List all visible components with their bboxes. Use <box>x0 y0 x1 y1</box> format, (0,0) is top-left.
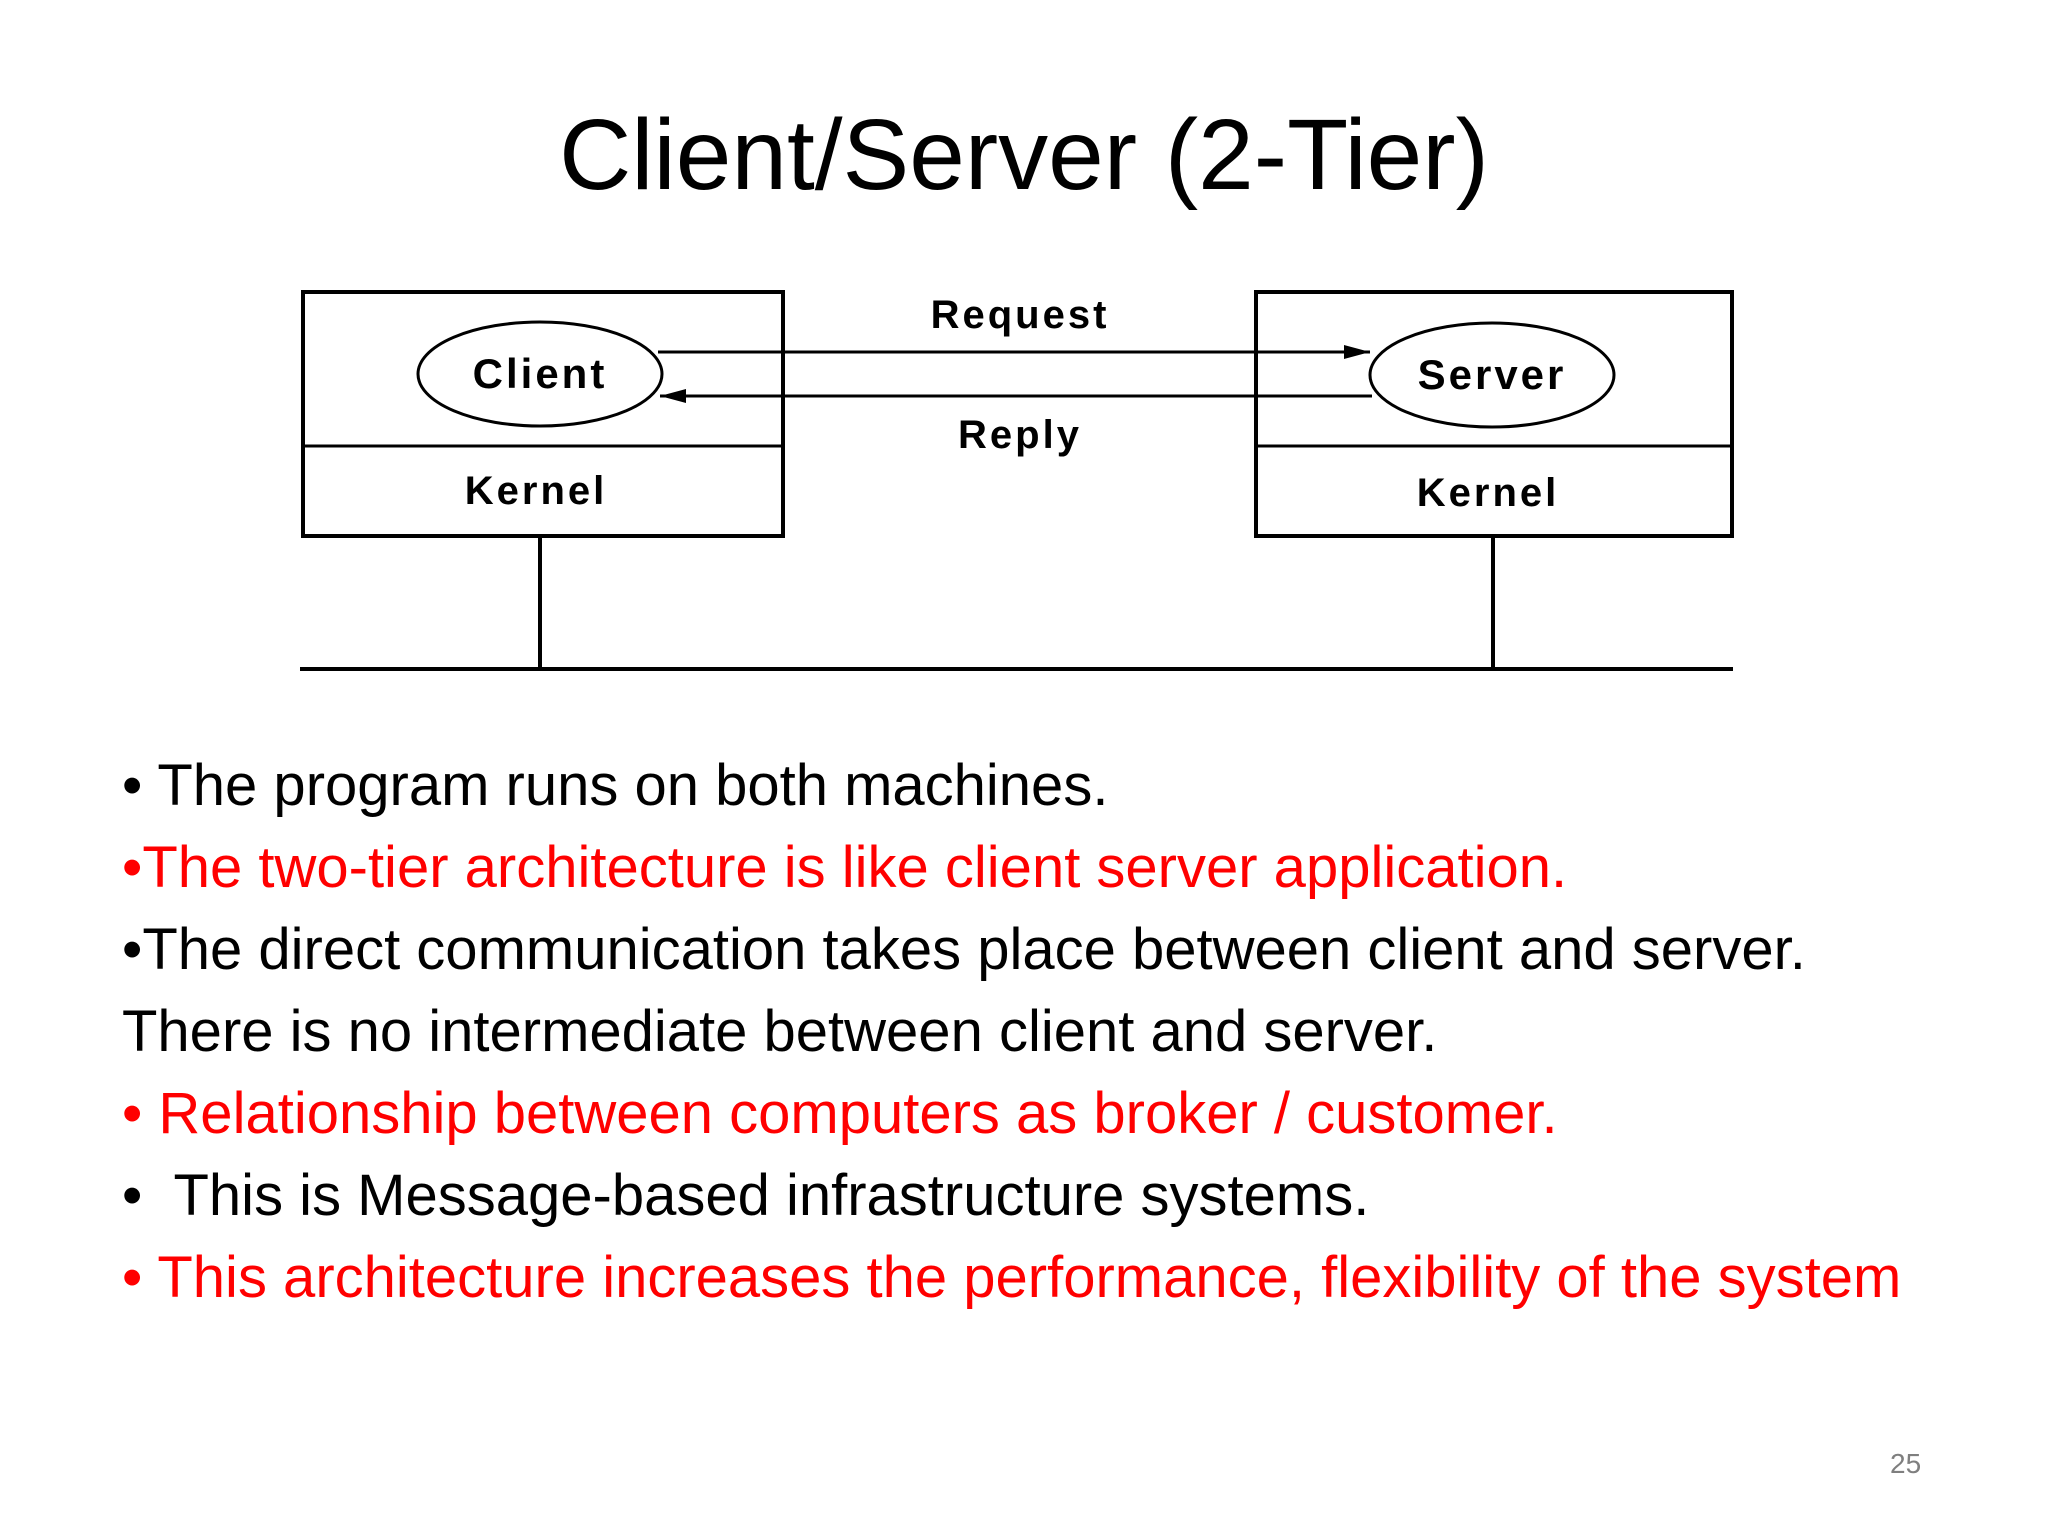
bullet-item: • Relationship between computers as brok… <box>122 1073 2048 1155</box>
client-server-diagram: Client Kernel Server Kernel Request Repl… <box>300 290 1734 710</box>
bullet-marker: • <box>122 753 158 818</box>
bullet-marker: • <box>122 835 143 900</box>
server-kernel-label: Kernel <box>1417 471 1560 515</box>
bullet-item: • This is Message-based infrastructure s… <box>122 1155 2048 1237</box>
bullet-text: The direct communication takes place bet… <box>142 917 1806 982</box>
client-machine-box <box>301 290 785 538</box>
bullet-marker: • <box>122 1163 174 1228</box>
bullet-text: The program runs on both machines. <box>157 753 1109 818</box>
bullet-marker: • <box>122 917 143 982</box>
bullet-item: • The program runs on both machines. <box>122 745 2048 827</box>
bullet-marker: • <box>122 1081 159 1146</box>
client-label: Client <box>473 350 608 397</box>
server-label: Server <box>1418 351 1567 398</box>
bullet-text: The two-tier architecture is like client… <box>142 835 1568 900</box>
bullet-item: •The direct communication takes place be… <box>122 909 2048 991</box>
bullet-text: This is Message-based infrastructure sys… <box>173 1163 1370 1228</box>
client-process-ellipse <box>416 320 664 428</box>
bullet-item: There is no intermediate between client … <box>122 991 2048 1073</box>
client-kernel-label: Kernel <box>465 469 608 513</box>
request-label: Request <box>931 293 1110 337</box>
bullet-list: • The program runs on both machines.•The… <box>122 745 2048 1319</box>
network-label: Network <box>931 682 1110 710</box>
bullet-text: There is no intermediate between client … <box>122 999 1438 1064</box>
slide-title: Client/Server (2-Tier) <box>559 99 1489 211</box>
network-label-clip: Network <box>931 682 1110 710</box>
reply-label: Reply <box>958 413 1082 457</box>
bullet-item: •The two-tier architecture is like clien… <box>122 827 2048 909</box>
bullet-marker: • <box>122 1245 158 1310</box>
bullet-item: • This architecture increases the perfor… <box>122 1237 2048 1319</box>
server-process-ellipse <box>1368 321 1616 429</box>
bullet-text: This architecture increases the performa… <box>157 1245 1902 1310</box>
bullet-text: Relationship between computers as broker… <box>158 1081 1558 1146</box>
page-number: 25 <box>1890 1448 1922 1479</box>
